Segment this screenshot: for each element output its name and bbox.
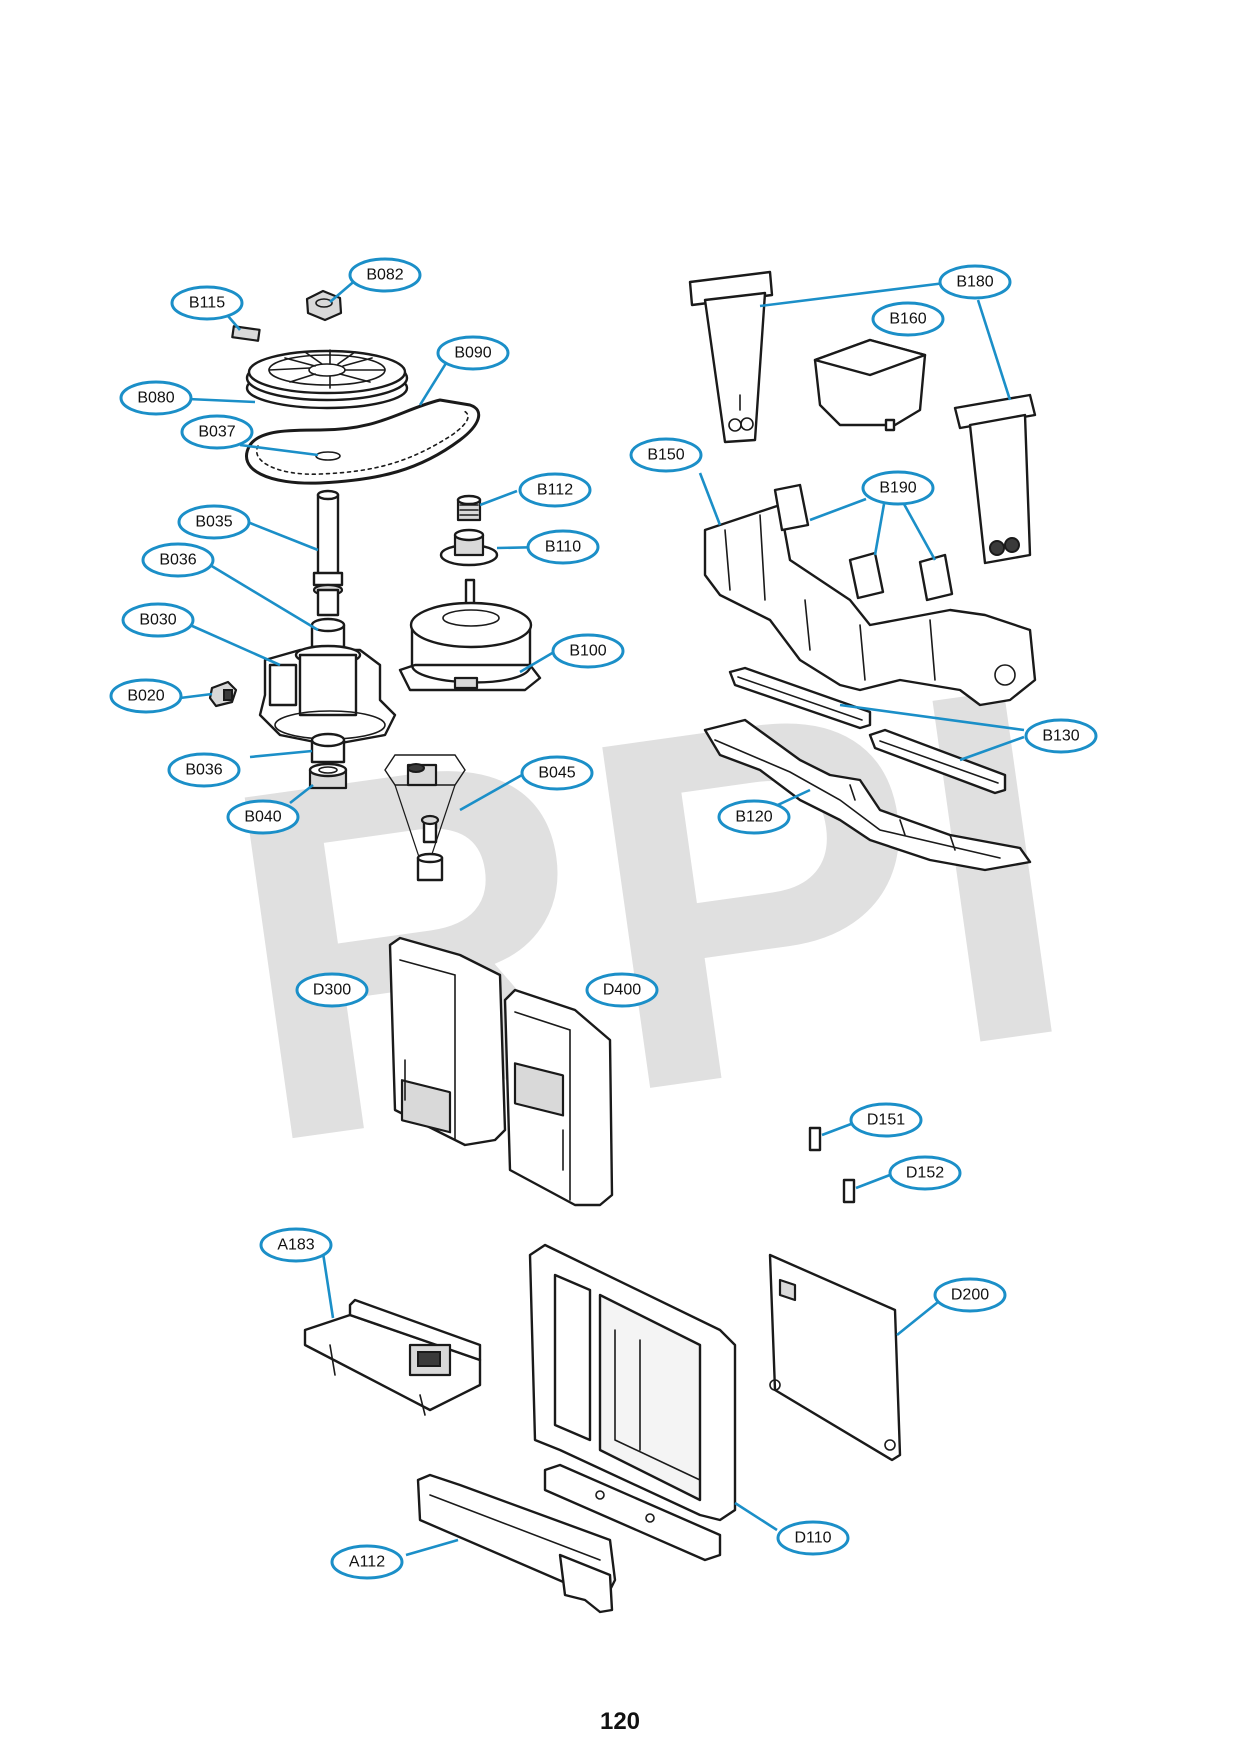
callout-B020: B020 (109, 678, 183, 714)
callout-B030: B030 (121, 602, 195, 638)
small-pin-2-part (842, 1178, 856, 1204)
svg-text:B180: B180 (956, 274, 993, 291)
rail-left-part (728, 666, 872, 730)
page-number: 120 (599, 1708, 641, 1735)
cup-part (813, 338, 927, 432)
svg-text:B040: B040 (244, 809, 281, 826)
cover-bar-part (416, 1473, 617, 1614)
svg-text:B037: B037 (198, 424, 235, 441)
callout-B120: B120 (717, 799, 791, 835)
motor-coupling-part (456, 494, 482, 522)
svg-text:B100: B100 (569, 643, 606, 660)
callout-B110: B110 (526, 529, 600, 565)
callout-A112: A112 (330, 1544, 404, 1580)
svg-text:D152: D152 (906, 1165, 944, 1182)
svg-text:B115: B115 (189, 295, 225, 312)
bracket-left-part (688, 270, 774, 444)
door-panel-left-part (388, 936, 507, 1147)
svg-text:B150: B150 (647, 447, 684, 464)
svg-text:D300: D300 (313, 982, 351, 999)
callout-D400: D400 (585, 972, 659, 1008)
callout-D200: D200 (933, 1277, 1007, 1313)
callout-B180: B180 (938, 264, 1012, 300)
pulley-part (245, 349, 409, 410)
callout-B090: B090 (436, 335, 510, 371)
door-panel-right-part (503, 988, 614, 1207)
callout-B036-upper: B036 (141, 542, 215, 578)
svg-text:B035: B035 (195, 514, 232, 531)
svg-text:A183: A183 (277, 1237, 314, 1254)
svg-text:B110: B110 (545, 539, 581, 556)
svg-text:D151: D151 (867, 1112, 905, 1129)
frame-part (528, 1243, 737, 1562)
pin-set-part (384, 754, 466, 882)
callout-B130: B130 (1024, 718, 1098, 754)
svg-text:B130: B130 (1042, 728, 1079, 745)
svg-text:B036: B036 (185, 762, 222, 779)
duct-part (703, 483, 1037, 707)
callout-B035: B035 (177, 504, 251, 540)
clip-part (208, 680, 238, 708)
seal-part (308, 762, 348, 790)
holder-bracket-part (303, 1298, 482, 1416)
rail-right-part (868, 728, 1007, 795)
callout-B115: B115 (170, 285, 244, 321)
svg-text:B090: B090 (454, 345, 491, 362)
svg-text:A112: A112 (349, 1554, 385, 1571)
small-pin-1-part (808, 1126, 822, 1152)
callout-B040: B040 (226, 799, 300, 835)
bearing-lower-part (310, 732, 346, 764)
callout-B160: B160 (871, 301, 945, 337)
bracket-right-part (953, 393, 1037, 565)
washer-part (315, 451, 341, 461)
svg-text:D400: D400 (603, 982, 641, 999)
key-part (231, 325, 261, 342)
callout-B190: B190 (861, 470, 935, 506)
shaft-part (312, 489, 344, 617)
callout-D110: D110 (776, 1520, 850, 1556)
bearing-upper-part (310, 617, 346, 649)
motor-part (398, 578, 542, 692)
svg-text:D110: D110 (794, 1530, 831, 1547)
callout-B037: B037 (180, 414, 254, 450)
svg-text:B020: B020 (127, 688, 164, 705)
svg-text:B082: B082 (366, 267, 403, 284)
svg-text:B112: B112 (537, 482, 573, 499)
callout-B036-lower: B036 (167, 752, 241, 788)
svg-text:D200: D200 (951, 1287, 989, 1304)
callout-B045: B045 (520, 755, 594, 791)
callout-B150: B150 (629, 437, 703, 473)
callout-D151: D151 (849, 1102, 923, 1138)
callout-B100: B100 (551, 633, 625, 669)
callout-D300: D300 (295, 972, 369, 1008)
svg-text:B160: B160 (889, 311, 926, 328)
callout-B112: B112 (518, 472, 592, 508)
svg-text:B045: B045 (538, 765, 575, 782)
motor-pulley-part (439, 528, 499, 567)
svg-text:B036: B036 (159, 552, 196, 569)
back-panel-part (768, 1253, 902, 1462)
belt-part (245, 398, 481, 485)
callout-A183: A183 (259, 1227, 333, 1263)
callout-B082: B082 (348, 257, 422, 293)
gear-housing-part (258, 644, 397, 747)
svg-text:B030: B030 (139, 612, 176, 629)
callout-D152: D152 (888, 1155, 962, 1191)
tray-part (703, 718, 1032, 872)
callout-B080: B080 (119, 380, 193, 416)
svg-text:B120: B120 (735, 809, 772, 826)
svg-text:B190: B190 (879, 480, 916, 497)
svg-text:B080: B080 (137, 390, 174, 407)
